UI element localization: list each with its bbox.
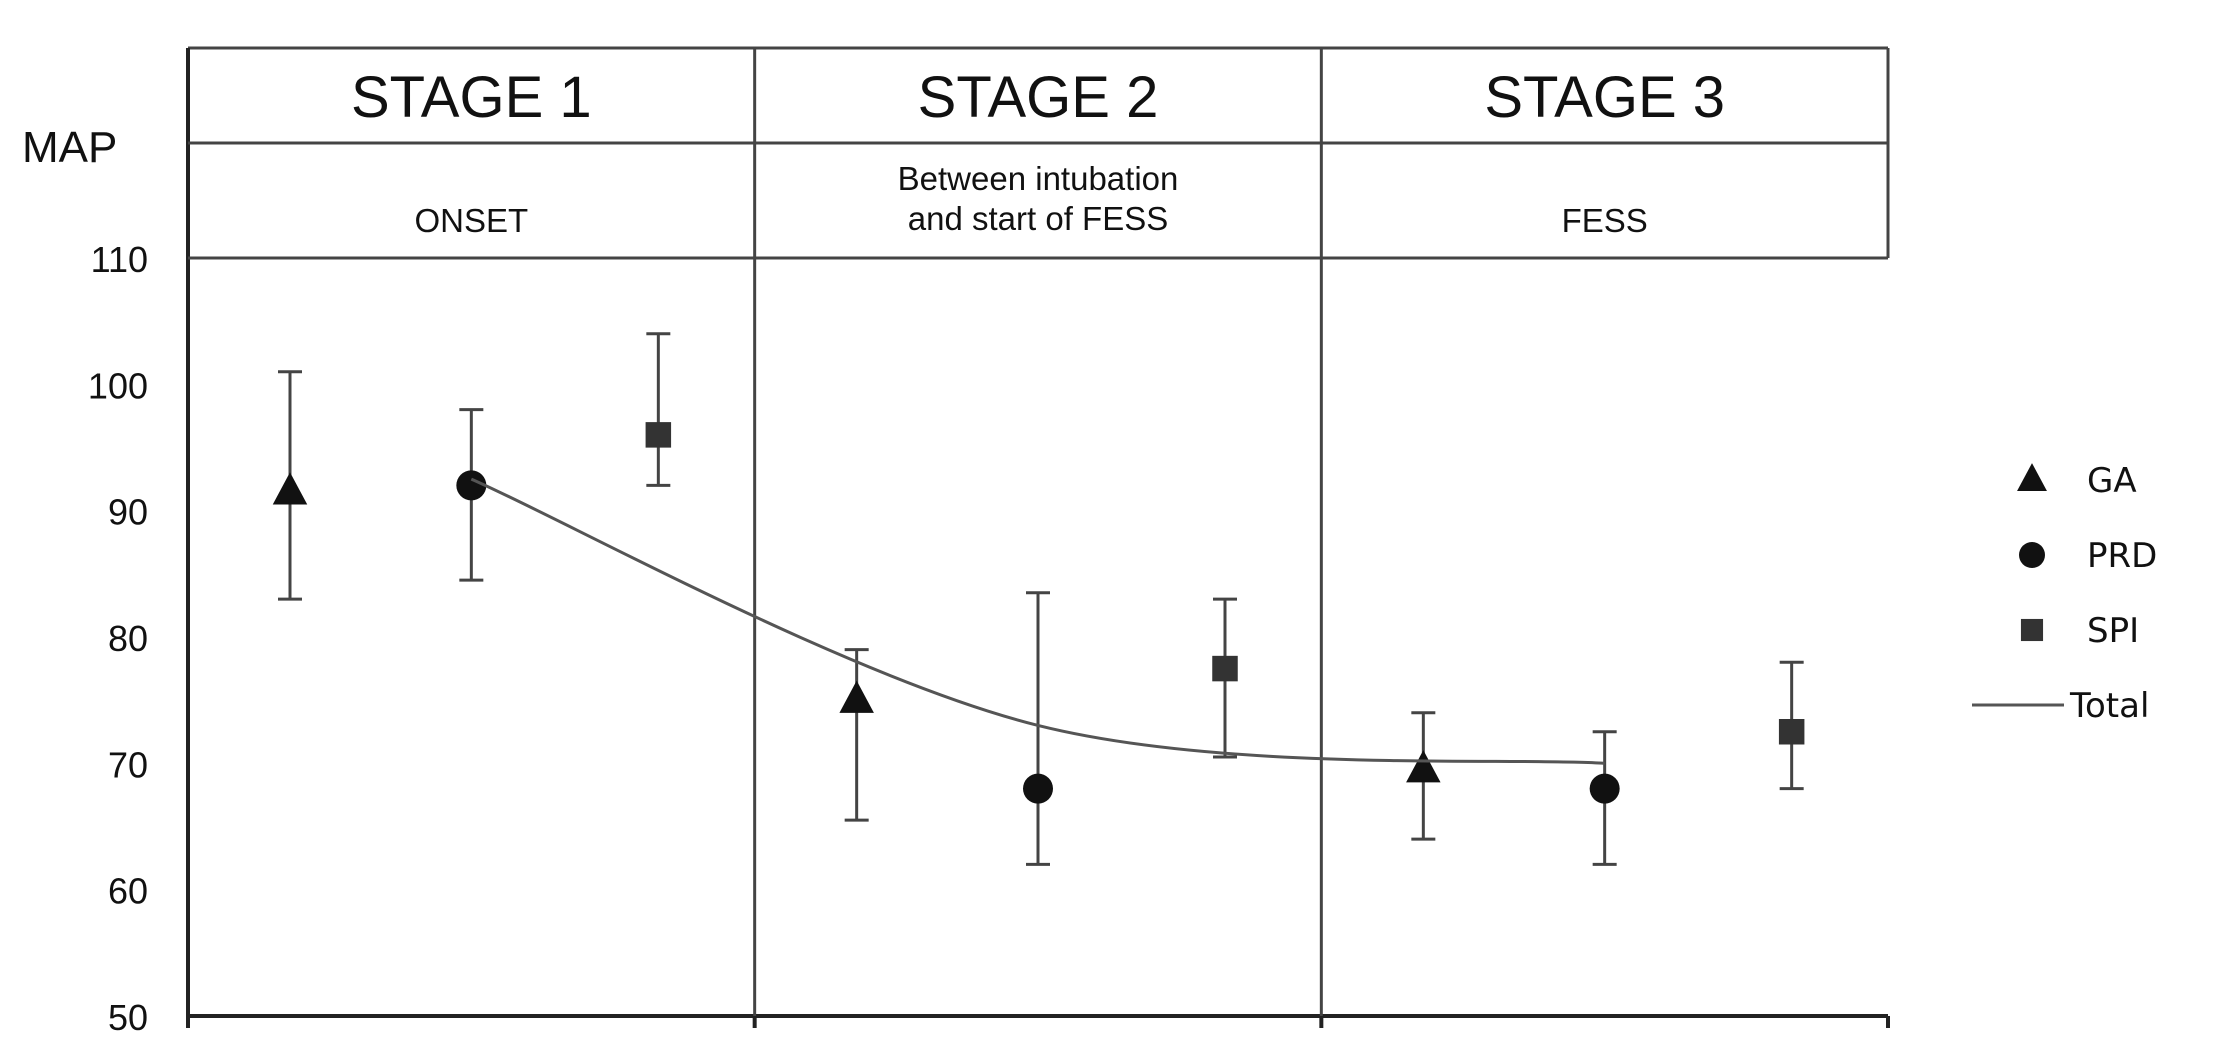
stage-title: STAGE 2 — [918, 65, 1159, 130]
point-spi — [1212, 655, 1238, 682]
y-tick-label: 100 — [88, 365, 148, 406]
point-spi — [645, 422, 672, 448]
point-spi — [1778, 719, 1805, 745]
y-tick-label: 50 — [108, 997, 148, 1038]
y-tick-label: 70 — [108, 744, 148, 785]
point-prd — [1023, 773, 1053, 804]
legend-label: Total — [2069, 686, 2149, 726]
stage-subtitle: Between intubation — [898, 160, 1179, 197]
series-line-total — [470, 477, 1605, 765]
y-axis-label: MAP — [22, 123, 117, 172]
point-ga — [1406, 750, 1441, 783]
y-tick-label: 90 — [108, 492, 148, 533]
point-ga — [839, 680, 874, 713]
y-tick-label: 80 — [108, 618, 148, 659]
y-tick-label: 60 — [108, 871, 148, 912]
point-ga — [272, 472, 308, 505]
chart-marks — [272, 332, 1805, 866]
legend-label: PRD — [2087, 536, 2157, 576]
chart-frame — [186, 46, 1890, 1028]
y-tick-label: 110 — [91, 239, 148, 280]
legend-marker-ga — [2017, 463, 2047, 492]
legend-marker-spi — [2020, 618, 2044, 642]
legend-label: SPI — [2087, 611, 2139, 651]
point-prd — [456, 470, 487, 501]
stage-subtitle: FESS — [1562, 202, 1648, 239]
legend-marker-prd — [2019, 542, 2045, 568]
y-axis: MAP 50 60 70 80 90 100 110 — [22, 123, 148, 1038]
stage-title: STAGE 1 — [351, 65, 592, 130]
stage-headers: STAGE 1 ONSET STAGE 2 Between intubationand… — [351, 65, 1725, 239]
stage-subtitle: and start of FESS — [908, 200, 1168, 237]
legend: GA PRD SPI Total — [1972, 461, 2157, 726]
legend-label: GA — [2087, 461, 2137, 501]
stage-title: STAGE 3 — [1484, 65, 1725, 130]
stage-subtitle: ONSET — [414, 202, 528, 239]
point-prd — [1589, 773, 1620, 804]
